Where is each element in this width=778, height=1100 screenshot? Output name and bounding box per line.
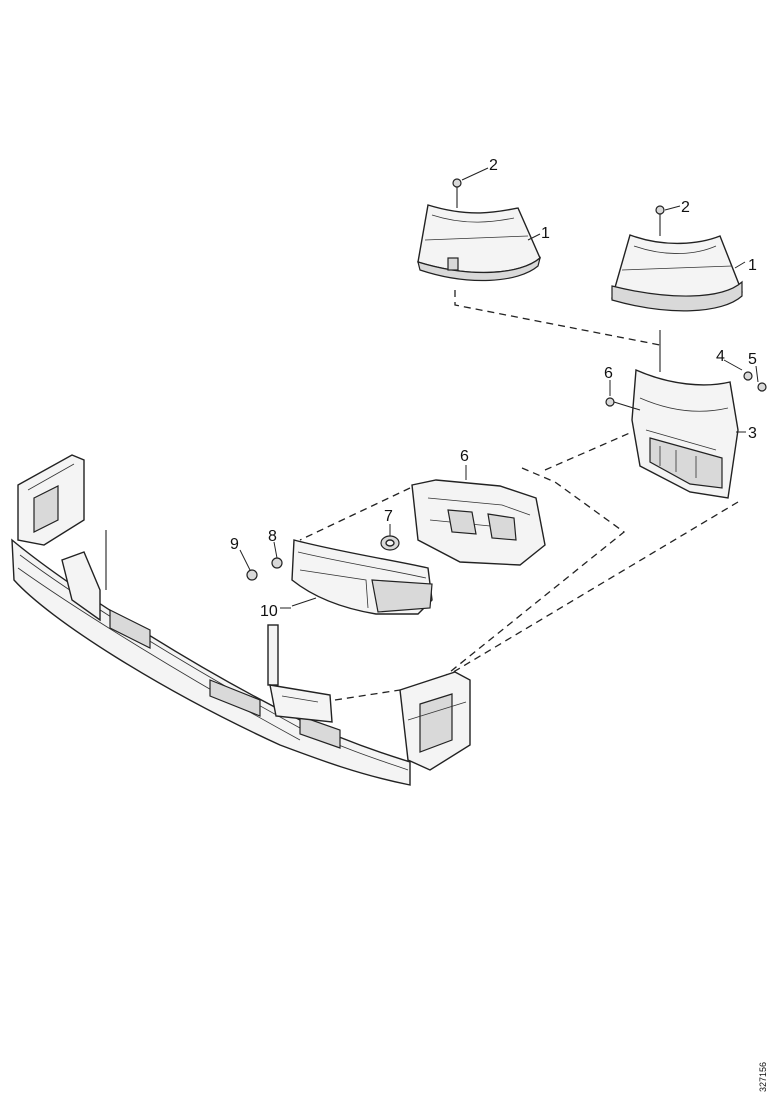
fog-lamp (291, 539, 433, 615)
callout-1-left: 1 (541, 225, 550, 242)
callout-9: 9 (230, 536, 239, 553)
callout-4: 4 (716, 348, 725, 365)
washer-5 (757, 382, 767, 392)
nut-4 (743, 371, 753, 381)
grommet-7 (380, 535, 400, 551)
corner-cover-right (611, 234, 743, 312)
bumper-beam (11, 538, 411, 786)
leader-lines (280, 167, 759, 609)
callout-2-right: 2 (681, 199, 690, 216)
screw-left (452, 178, 462, 208)
bumper-right-bracket (399, 671, 471, 771)
callout-5: 5 (748, 351, 757, 368)
bolt-9 (239, 549, 258, 581)
callout-2-left: 2 (489, 157, 498, 174)
assembly-guide-lines (299, 290, 739, 701)
screw-right (655, 205, 665, 236)
lamp-bracket (411, 465, 546, 566)
side-bracket (631, 330, 739, 499)
callout-6-bolt: 6 (604, 365, 613, 382)
callout-3: 3 (748, 425, 757, 442)
callout-10: 10 (260, 603, 278, 620)
document-id: 327156 (758, 1062, 768, 1092)
callout-7: 7 (384, 508, 393, 525)
bolt-6 (605, 397, 641, 411)
callout-labels: 1 1 2 2 3 4 5 6 6 7 8 9 10 (230, 157, 757, 620)
callout-6-bracket: 6 (460, 448, 469, 465)
bumper-center-mount (267, 624, 333, 723)
corner-cover-left (417, 204, 542, 282)
bumper-left-bracket (17, 454, 107, 622)
nut-8 (271, 541, 283, 569)
callout-1-right: 1 (748, 257, 757, 274)
callout-8: 8 (268, 528, 277, 545)
